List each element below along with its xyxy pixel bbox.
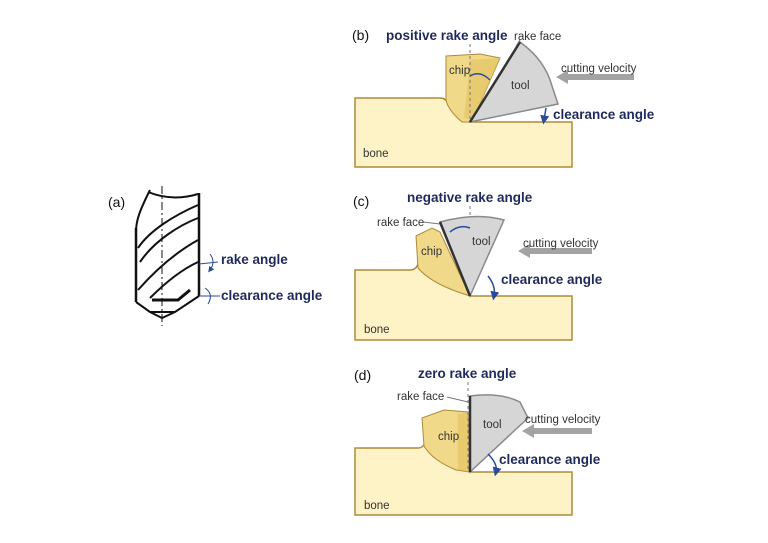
panel-b-tool-label: tool [511, 80, 530, 92]
panel-c-letter: (c) [353, 193, 369, 209]
panel-c-rake-angle-arc [449, 225, 471, 233]
panel-d-tool-label: tool [483, 419, 502, 431]
panel-c-chip-label: chip [421, 246, 442, 258]
panel-b-rake-face-pointer [515, 39, 521, 47]
rake-angle-marker [198, 261, 219, 265]
panel-c-rake-face-label: rake face [377, 217, 424, 229]
panel-b-clearance-arc [540, 107, 550, 125]
panel-c-title: negative rake angle [407, 190, 533, 205]
panel-b-bone-label: bone [363, 148, 389, 160]
panel-c-cutting-velocity-label: cutting velocity [523, 238, 599, 250]
panel-b-tool [468, 40, 559, 124]
panel-d-clearance-angle-label: clearance angle [499, 452, 601, 467]
panel-a: (a) rake angle clearance angle [108, 186, 323, 326]
panel-b-letter: (b) [352, 27, 369, 43]
panel-a-letter: (a) [108, 194, 125, 210]
panel-d-title: zero rake angle [418, 366, 517, 381]
drill-bit-illustration [134, 186, 201, 326]
panel-d-clearance-arc [487, 453, 502, 477]
panel-c-bone-label: bone [364, 324, 390, 336]
panel-d-bone-label: bone [364, 500, 390, 512]
panel-b-title: positive rake angle [386, 28, 508, 43]
panel-c-chip [415, 227, 471, 297]
panel-a-rake-angle-label: rake angle [221, 252, 288, 267]
panel-d: (d) zero rake angle rake face chip tool … [354, 366, 601, 516]
panel-c-tool-label: tool [472, 236, 491, 248]
panel-b-rake-face-label: rake face [514, 31, 561, 43]
panel-d-rake-face-label: rake face [397, 391, 444, 403]
panel-c-bone [354, 262, 573, 341]
panel-d-chip-shade [458, 412, 470, 472]
panel-d-rake-face-pointer [446, 396, 469, 403]
panel-d-chip-label: chip [438, 431, 459, 443]
panel-b-cutting-velocity-label: cutting velocity [561, 63, 637, 75]
panel-b-rake-angle-arc [469, 73, 491, 81]
panel-c-clearance-angle-label: clearance angle [501, 272, 603, 287]
panel-c: (c) negative rake angle rake face chip t… [353, 190, 603, 341]
clearance-angle-arc [204, 287, 211, 305]
panel-a-clearance-angle-label: clearance angle [221, 288, 323, 303]
panel-b-chip-shade [464, 58, 500, 120]
panel-d-tool [469, 394, 529, 474]
panel-b-chip-label: chip [449, 65, 470, 77]
panel-c-rake-face [438, 221, 472, 297]
rake-angle-arc [208, 253, 215, 273]
panel-c-rake-face-pointer [422, 221, 441, 225]
panel-d-cutting-velocity-label: cutting velocity [525, 414, 601, 426]
panel-b-clearance-angle-label: clearance angle [553, 107, 655, 122]
panel-b-velocity-arrow [556, 70, 634, 84]
panel-c-clearance-arc [487, 275, 500, 301]
panel-b: (b) positive rake angle rake face chip t… [352, 27, 655, 168]
panel-d-letter: (d) [354, 367, 371, 383]
panel-b-rake-face [468, 41, 522, 123]
panel-c-tool [438, 215, 506, 298]
panel-d-velocity-arrow [522, 424, 592, 438]
panel-c-velocity-arrow [518, 244, 592, 258]
